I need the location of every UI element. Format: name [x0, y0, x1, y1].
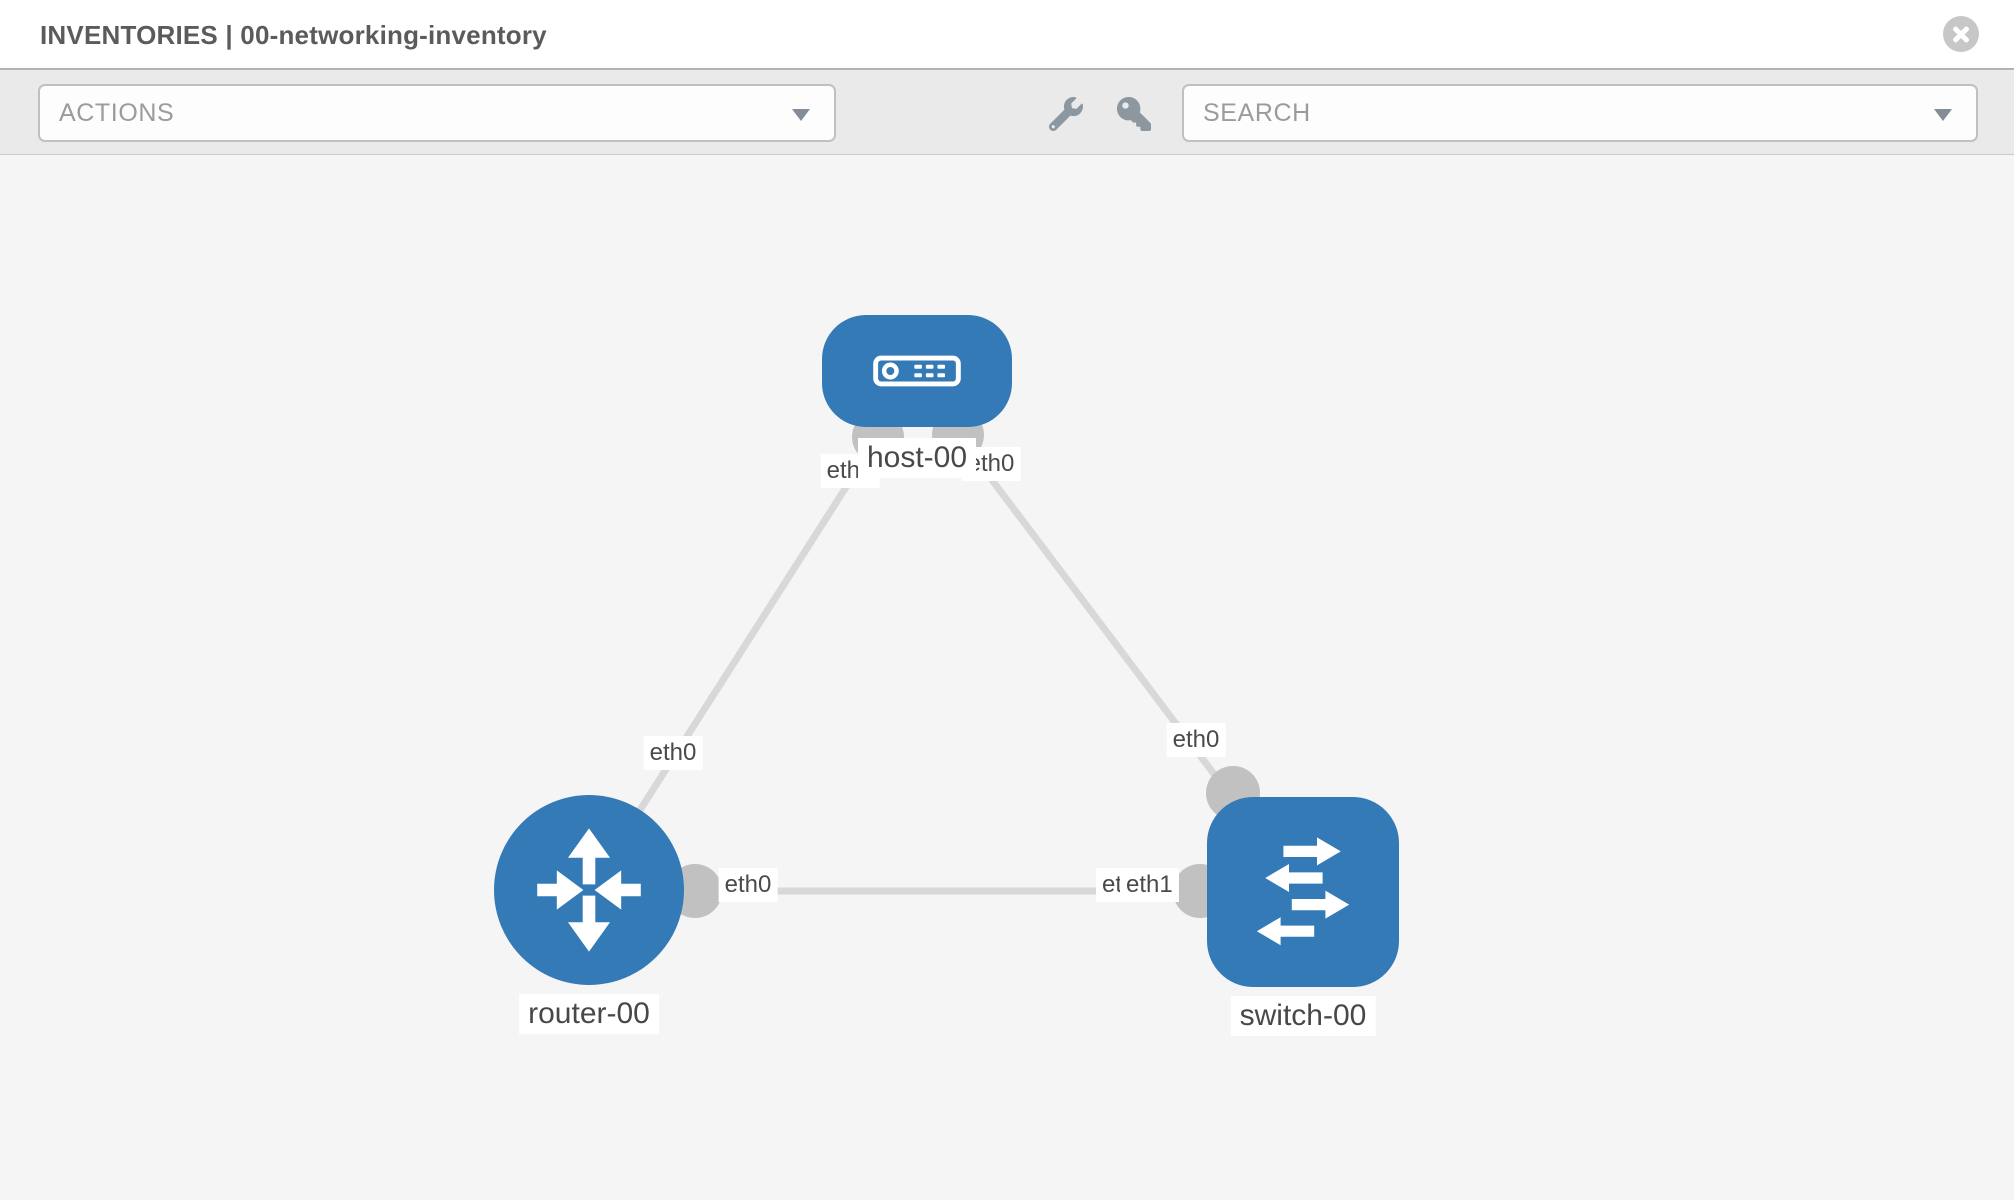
chevron-down-icon [792, 109, 810, 121]
node-host-00[interactable] [822, 315, 1012, 427]
node-switch-00[interactable] [1207, 797, 1399, 987]
actions-dropdown-label: ACTIONS [59, 99, 175, 127]
switch-icon [1256, 837, 1350, 946]
chevron-down-icon [1934, 109, 1952, 121]
node-label-host: host-00 [857, 438, 977, 478]
node-label-switch: switch-00 [1230, 996, 1376, 1036]
interface-label-host-switch-link: eth0 [1166, 723, 1226, 757]
window-header: INVENTORIES | 00-networking-inventory [0, 0, 2014, 70]
node-label-router: router-00 [519, 994, 659, 1034]
close-button[interactable] [1943, 16, 1979, 52]
interface-label-host-router-link: eth0 [643, 736, 703, 770]
toolbar: ACTIONS SEARCH [0, 70, 2014, 155]
close-icon [1943, 16, 1979, 52]
topology-canvas[interactable]: host-00 router-00 switch-00 eth0 eth0 et… [0, 155, 2014, 1200]
search-dropdown[interactable]: SEARCH [1182, 84, 1978, 142]
credentials-button[interactable] [1117, 97, 1151, 131]
actions-dropdown[interactable]: ACTIONS [38, 84, 836, 142]
interface-label-router-eth0: eth0 [718, 868, 778, 902]
topology-links-layer [586, 409, 1306, 918]
configure-button[interactable] [1049, 97, 1083, 131]
key-icon [1117, 97, 1151, 131]
search-placeholder: SEARCH [1203, 99, 1311, 127]
router-icon [537, 828, 641, 952]
wrench-icon [1049, 97, 1083, 131]
node-router-00[interactable] [494, 795, 684, 985]
interface-label-switch-eth1: eth1 [1120, 868, 1179, 902]
page-title: INVENTORIES | 00-networking-inventory [40, 20, 547, 50]
host-icon [873, 355, 961, 387]
